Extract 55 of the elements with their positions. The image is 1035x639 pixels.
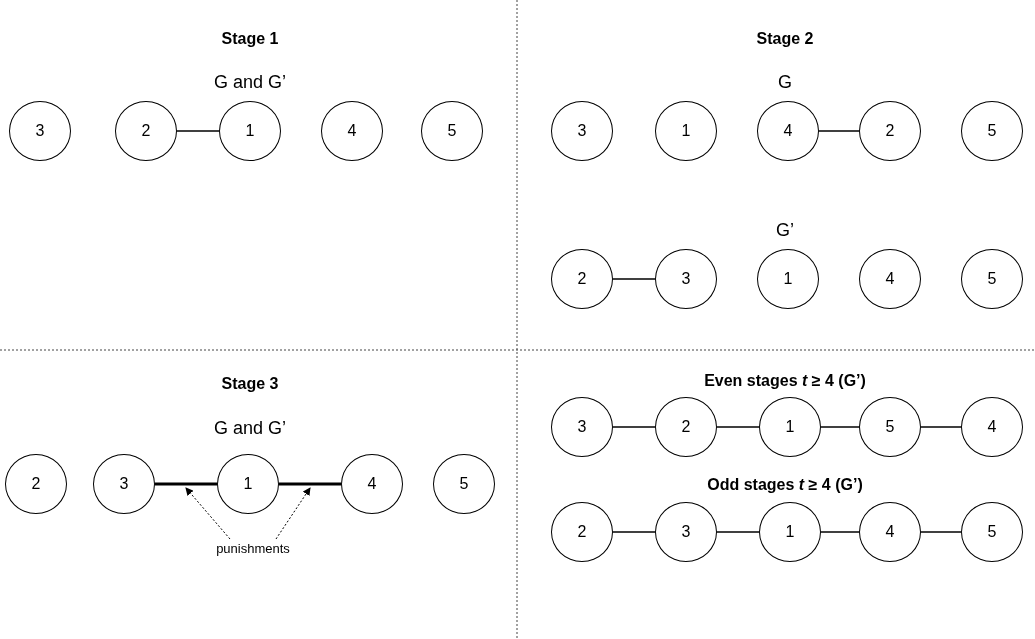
numbered-circle: 1 bbox=[217, 454, 279, 514]
numbered-circle: 1 bbox=[757, 249, 819, 309]
connector-line bbox=[716, 531, 760, 533]
connector-line bbox=[716, 426, 760, 428]
graph-label: G’ bbox=[776, 220, 794, 241]
numbered-circle: 2 bbox=[551, 249, 613, 309]
stage-heading: Stage 1 bbox=[221, 30, 279, 48]
stage-heading: Stage 3 bbox=[221, 375, 279, 393]
connector-line bbox=[155, 482, 217, 486]
connector-line bbox=[279, 482, 341, 486]
numbered-circle: 5 bbox=[421, 101, 483, 161]
connector-line bbox=[820, 426, 860, 428]
connector-line bbox=[612, 278, 656, 280]
connector-line bbox=[612, 531, 656, 533]
connector-line bbox=[176, 130, 220, 132]
numbered-circle: 1 bbox=[759, 397, 821, 457]
numbered-circle: 5 bbox=[961, 249, 1023, 309]
connector-line bbox=[820, 531, 860, 533]
numbered-circle: 5 bbox=[433, 454, 495, 514]
stage-heading: Stage 2 bbox=[756, 30, 814, 48]
leader-line bbox=[185, 487, 231, 540]
numbered-circle: 5 bbox=[961, 101, 1023, 161]
numbered-circle: 2 bbox=[5, 454, 67, 514]
numbered-circle: 4 bbox=[859, 249, 921, 309]
numbered-circle: 4 bbox=[341, 454, 403, 514]
numbered-circle: 1 bbox=[655, 101, 717, 161]
numbered-circle: 1 bbox=[759, 502, 821, 562]
numbered-circle: 5 bbox=[859, 397, 921, 457]
annotation-text: punishments bbox=[216, 540, 290, 556]
numbered-circle: 2 bbox=[859, 101, 921, 161]
numbered-circle: 3 bbox=[655, 249, 717, 309]
numbered-circle: 5 bbox=[961, 502, 1023, 562]
numbered-circle: 2 bbox=[655, 397, 717, 457]
connector-line bbox=[920, 426, 962, 428]
numbered-circle: 1 bbox=[219, 101, 281, 161]
connector-line bbox=[612, 426, 656, 428]
graph-label: G and G’ bbox=[214, 72, 286, 93]
stage-heading: Even stages t ≥ 4 (G’) bbox=[704, 372, 866, 390]
numbered-circle: 2 bbox=[115, 101, 177, 161]
numbered-circle: 4 bbox=[961, 397, 1023, 457]
connector-line bbox=[920, 531, 962, 533]
leader-line bbox=[275, 487, 311, 540]
numbered-circle: 3 bbox=[551, 397, 613, 457]
numbered-circle: 3 bbox=[9, 101, 71, 161]
graph-label: G and G’ bbox=[214, 418, 286, 439]
numbered-circle: 3 bbox=[655, 502, 717, 562]
numbered-circle: 4 bbox=[859, 502, 921, 562]
numbered-circle: 2 bbox=[551, 502, 613, 562]
numbered-circle: 3 bbox=[93, 454, 155, 514]
numbered-circle: 3 bbox=[551, 101, 613, 161]
graph-label: G bbox=[778, 72, 792, 93]
numbered-circle: 4 bbox=[757, 101, 819, 161]
connector-line bbox=[818, 130, 860, 132]
numbered-circle: 4 bbox=[321, 101, 383, 161]
stage-heading: Odd stages t ≥ 4 (G’) bbox=[707, 476, 863, 494]
